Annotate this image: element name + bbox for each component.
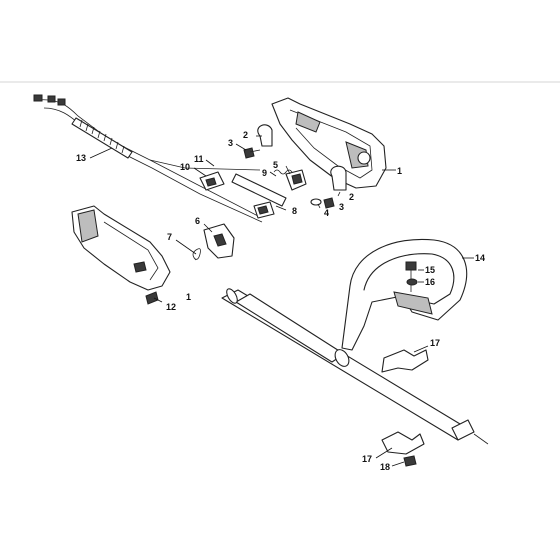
callout-2b: 2 (349, 192, 354, 202)
handle-housing-upper (271, 97, 387, 189)
washer-loop (406, 278, 418, 286)
clamp-tube-upper (381, 349, 429, 373)
callout-9: 9 (262, 168, 267, 178)
screw-loop (405, 261, 417, 292)
connector (253, 201, 275, 219)
torsion-spring (192, 248, 201, 261)
callout-17b: 17 (362, 454, 372, 464)
callout-2a: 2 (243, 130, 248, 140)
pin (231, 173, 287, 207)
leader-lines (89, 135, 474, 467)
callout-16: 16 (425, 277, 435, 287)
callout-3a: 3 (228, 138, 233, 148)
callout-10: 10 (180, 162, 190, 172)
nut (403, 455, 417, 467)
callout-6: 6 (195, 216, 200, 226)
callouts: 1 1 2 2 3 3 4 5 6 7 8 9 10 11 12 13 14 1… (76, 130, 485, 472)
screw-lower (323, 197, 335, 209)
callout-1a: 1 (397, 166, 402, 176)
callout-15: 15 (425, 265, 435, 275)
callout-7: 7 (167, 232, 172, 242)
clamp-upper (257, 124, 273, 147)
callout-13: 13 (76, 153, 86, 163)
callout-8: 8 (292, 206, 297, 216)
stop-switch (199, 171, 225, 191)
throttle-trigger (285, 169, 307, 191)
callout-11: 11 (194, 154, 204, 164)
handle-housing-lower (71, 205, 171, 291)
wiring-harness (33, 94, 263, 223)
drive-tube (221, 288, 489, 445)
screw-handle (145, 291, 159, 305)
callout-17a: 17 (430, 338, 440, 348)
callout-3b: 3 (339, 202, 344, 212)
clamp-tube-lower (381, 431, 425, 455)
callout-14: 14 (475, 253, 485, 263)
callout-5: 5 (273, 160, 278, 170)
spring (273, 169, 293, 175)
washer (310, 198, 322, 206)
callout-4: 4 (324, 208, 329, 218)
callout-12: 12 (166, 302, 176, 312)
loop-handle (341, 238, 468, 351)
screw-upper (243, 147, 261, 159)
callout-18: 18 (380, 462, 390, 472)
clamp-lower (330, 165, 347, 191)
callout-1b: 1 (186, 292, 191, 302)
throttle-lever (203, 223, 235, 259)
